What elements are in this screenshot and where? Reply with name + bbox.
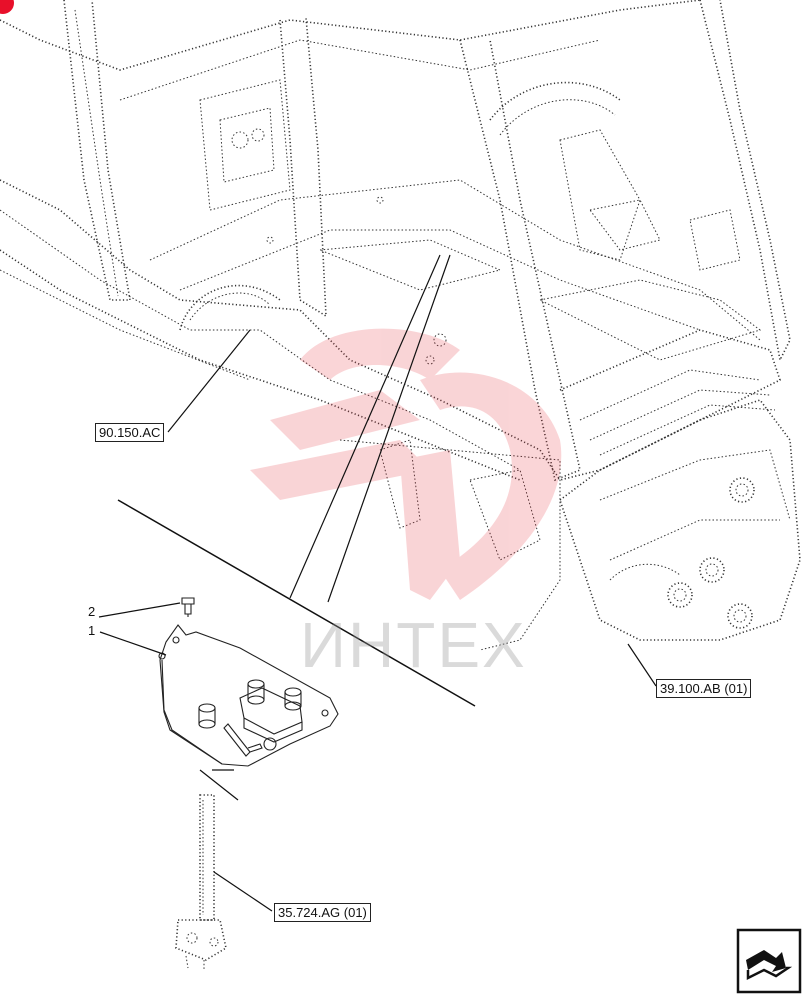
ref-box-frame[interactable]: 39.100.AB (01): [656, 679, 752, 698]
callout-plate-number: 1: [88, 623, 96, 638]
mounting-plate: [158, 624, 339, 767]
chassis-frame: [339, 399, 801, 651]
bolt: [181, 597, 195, 620]
watermark-text: ИНТЕХ: [300, 609, 527, 681]
watermark-logo: [250, 328, 562, 600]
leader-lines: [98, 329, 657, 912]
ref-box-control[interactable]: 35.724.AG (01): [274, 903, 371, 922]
return-arrow-icon[interactable]: [736, 928, 802, 994]
control-shaft: [175, 794, 227, 970]
ref-box-cab[interactable]: 90.150.AC: [95, 423, 165, 442]
corner-mark: [0, 0, 14, 14]
section-lines: [117, 254, 476, 801]
callout-bolt-number: 2: [88, 604, 96, 619]
cab-frame: [0, 0, 791, 482]
